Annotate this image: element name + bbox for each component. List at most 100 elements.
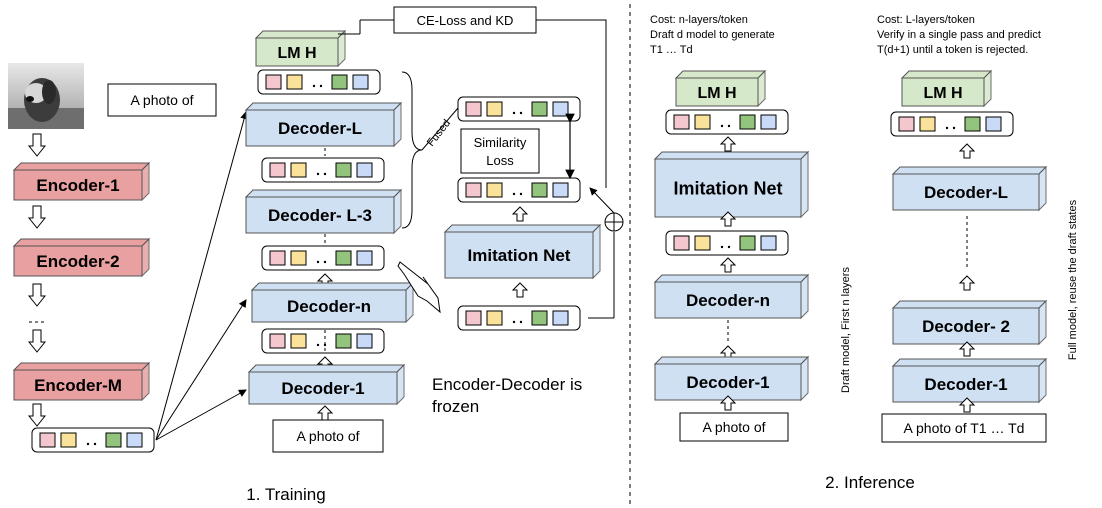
full-cost-3: T(d+1) until a token is rejected. [877,44,1028,56]
full-cost-1: Cost: L-layers/token [877,14,975,26]
encoder-m-text: Encoder-M [34,376,122,395]
train-input-box-text: A photo of [296,428,359,444]
token [335,250,352,266]
up-arrow [958,275,976,291]
token [739,235,756,251]
train-tokens-mid [261,157,385,183]
encoder-output-tokens [31,427,155,453]
inference-label: 2. Inference [825,473,915,492]
train-tokens-n [261,245,385,271]
token [39,432,56,448]
token [290,250,307,266]
train-imitation-net-text: Imitation Net [468,246,571,265]
train-decoder-n-text: Decoder-n [287,297,371,316]
draft-input-box: A photo of [679,412,789,442]
full-lm-head: LM H [900,69,993,108]
fanout-arrows [155,111,249,441]
similarity-box: Similarity Loss [460,128,540,174]
token [352,74,369,90]
train-decoder-l: Decoder-L [244,101,403,148]
down-arrow [27,205,47,229]
train-decoder-1-text: Decoder-1 [281,379,364,398]
imitation-output-tokens [457,177,581,203]
draft-cost-3: T1 … Td [650,44,693,56]
token [964,116,981,132]
draft-side-label: Draft model, First n layers [840,267,852,393]
token [269,162,286,178]
token [552,310,569,326]
full-decoder-1: Decoder-1 [891,357,1048,404]
draft-cost-2: Draft d model to generate [650,29,775,41]
up-arrow [719,211,737,227]
caption-top-text: A photo of [130,92,193,108]
fused-brace: Fused [401,71,459,229]
up-arrow [511,206,529,222]
draft-lm-head-text: LM H [697,85,736,102]
encoder-1: Encoder-1 [12,161,151,202]
full-lm-head-text: LM H [923,85,962,102]
train-lm-head-text: LM H [277,45,316,62]
full-input-box: A photo of T1 … Td [881,413,1047,443]
ce-loss-lines [338,19,607,188]
token [694,235,711,251]
full-tokens-top [890,111,1014,137]
ce-loss-box: CE-Loss and KD [393,6,537,34]
draft-imitation-net: Imitation Net [653,150,810,219]
down-arrow [27,133,47,157]
token [356,162,373,178]
train-input-box: A photo of [272,419,384,453]
token [486,182,503,198]
frozen-text-1: Encoder-Decoder is [432,375,582,394]
fused-text: Fused [425,117,453,148]
full-side-label: Full model, reuse the draft states [1067,199,1079,360]
train-decoder-n: Decoder-n [250,281,415,324]
up-arrow [958,143,976,159]
token [269,333,286,349]
ce-loss-text: CE-Loss and KD [417,13,514,28]
train-imitation-net: Imitation Net [443,223,602,280]
token [465,182,482,198]
token [552,182,569,198]
down-arrow [27,283,47,307]
up-arrow [958,341,976,357]
token [356,333,373,349]
up-arrow [719,257,737,273]
encoder-2: Encoder-2 [12,237,151,278]
draft-lm-head: LM H [674,69,767,108]
token [486,310,503,326]
target-tokens [457,96,581,122]
train-decoder-l-text: Decoder-L [278,119,362,138]
up-arrow [719,395,737,411]
up-arrow [511,282,529,298]
token [356,250,373,266]
similarity-text-2: Loss [486,153,514,168]
full-decoder-2: Decoder- 2 [891,299,1048,346]
down-arrow [27,329,47,353]
up-arrow [719,136,737,152]
big-arrow [397,261,441,314]
draft-decoder-1-text: Decoder-1 [686,373,769,392]
draft-decoder-1: Decoder-1 [653,355,810,402]
full-decoder-2-text: Decoder- 2 [922,317,1010,336]
draft-decoder-n: Decoder-n [653,273,810,320]
encoder-m: Encoder-M [12,361,151,402]
adder-node [588,187,624,319]
train-lm-head: LM H [254,29,347,68]
full-decoder-l-text: Decoder-L [924,183,1008,202]
token [531,101,548,117]
draft-decoder-n-text: Decoder-n [686,291,770,310]
encoder-1-text: Encoder-1 [36,176,119,195]
train-decoder-l3-text: Decoder- L-3 [268,206,372,225]
token [531,310,548,326]
token [290,162,307,178]
token [60,432,77,448]
token [465,310,482,326]
draft-cost-1: Cost: n-layers/token [650,14,748,26]
token [335,162,352,178]
token [898,116,915,132]
full-decoder-l: Decoder-L [891,165,1048,212]
token [673,235,690,251]
train-decoder-1: Decoder-1 [247,363,406,406]
training-label: 1. Training [246,485,325,504]
